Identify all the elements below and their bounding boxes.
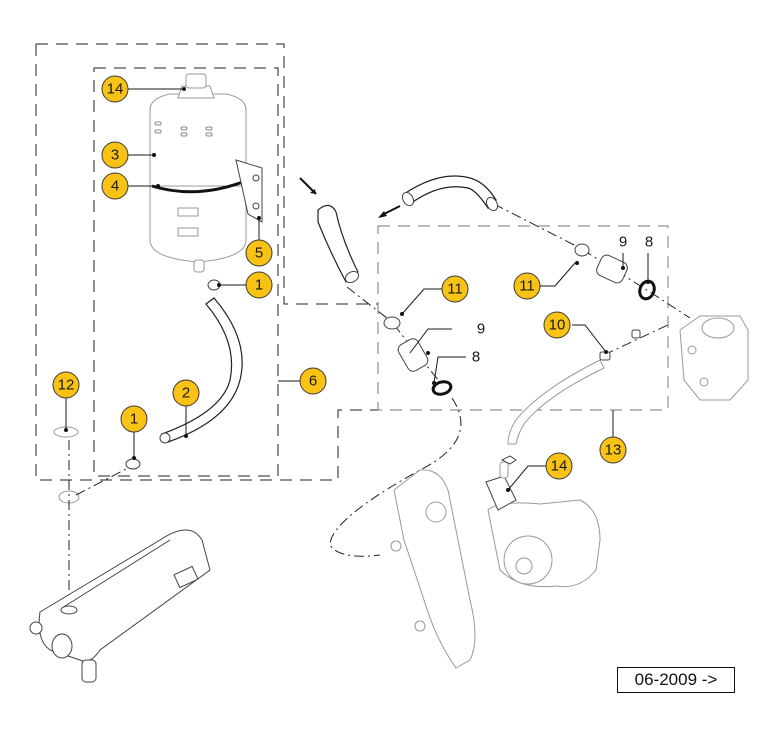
callout-5-bracket[interactable]: 5	[245, 239, 273, 267]
label-8-left: 8	[472, 349, 480, 366]
callout-label: 14	[551, 458, 568, 475]
callout-label: 11	[519, 278, 535, 295]
callout-label: 11	[447, 281, 463, 298]
callout-14-cap[interactable]: 14	[101, 75, 129, 103]
cylinder-head	[29, 529, 211, 683]
hose-clamp-11-right	[574, 243, 590, 257]
callout-label: 1	[255, 277, 263, 294]
tank-strap	[151, 178, 249, 194]
leader-lines	[64, 87, 650, 492]
callout-13-kit[interactable]: 13	[599, 436, 627, 464]
small-clamp	[500, 455, 517, 465]
callout-6-assembly[interactable]: 6	[299, 367, 327, 395]
callout-label: 12	[58, 377, 75, 394]
upper-hose-right	[378, 175, 499, 218]
water-outlet-elbow	[390, 469, 476, 669]
callout-11-clamp-left[interactable]: 11	[441, 275, 469, 303]
group-box-inner	[93, 67, 279, 477]
o-ring-8-left	[431, 380, 453, 396]
callout-label: 4	[111, 178, 119, 195]
o-ring-8-right	[638, 279, 656, 301]
callout-10-connector[interactable]: 10	[543, 311, 571, 339]
hose-clamp-lower	[125, 458, 141, 470]
bleed-hose	[507, 329, 641, 445]
connector-9-right	[596, 254, 628, 284]
callout-12-gasket[interactable]: 12	[52, 371, 80, 399]
group-box-13	[377, 225, 669, 411]
connector-9-left	[397, 338, 429, 372]
callout-2-hose[interactable]: 2	[172, 379, 200, 407]
mounting-bracket	[235, 159, 263, 223]
version-label: 06-2009 ->	[617, 667, 735, 693]
water-pump	[485, 461, 601, 588]
hose	[161, 297, 243, 443]
callout-4-strap[interactable]: 4	[101, 172, 129, 200]
group-box-6	[35, 43, 378, 481]
callout-14-fitting[interactable]: 14	[545, 452, 573, 480]
callout-label: 5	[255, 245, 263, 262]
expansion-tank	[149, 73, 247, 273]
callout-label: 14	[107, 81, 124, 98]
callout-label: 6	[309, 373, 317, 390]
callout-11-clamp-right[interactable]: 11	[513, 272, 541, 300]
callout-1-clamp-lower[interactable]: 1	[120, 405, 148, 433]
hose-clamp-11-left	[383, 316, 401, 330]
callout-1-clamp-upper[interactable]: 1	[245, 271, 273, 299]
callout-label: 3	[111, 147, 119, 164]
label-8-right: 8	[645, 234, 653, 251]
thermostat-housing	[679, 315, 749, 401]
label-9-right: 9	[619, 234, 627, 251]
callout-label: 10	[549, 317, 566, 334]
upper-hose-left	[299, 177, 360, 284]
callout-3-tank[interactable]: 3	[101, 141, 129, 169]
label-9-left: 9	[477, 321, 485, 338]
callout-label: 2	[182, 385, 190, 402]
callout-label: 13	[605, 442, 622, 459]
callout-label: 1	[130, 411, 138, 428]
